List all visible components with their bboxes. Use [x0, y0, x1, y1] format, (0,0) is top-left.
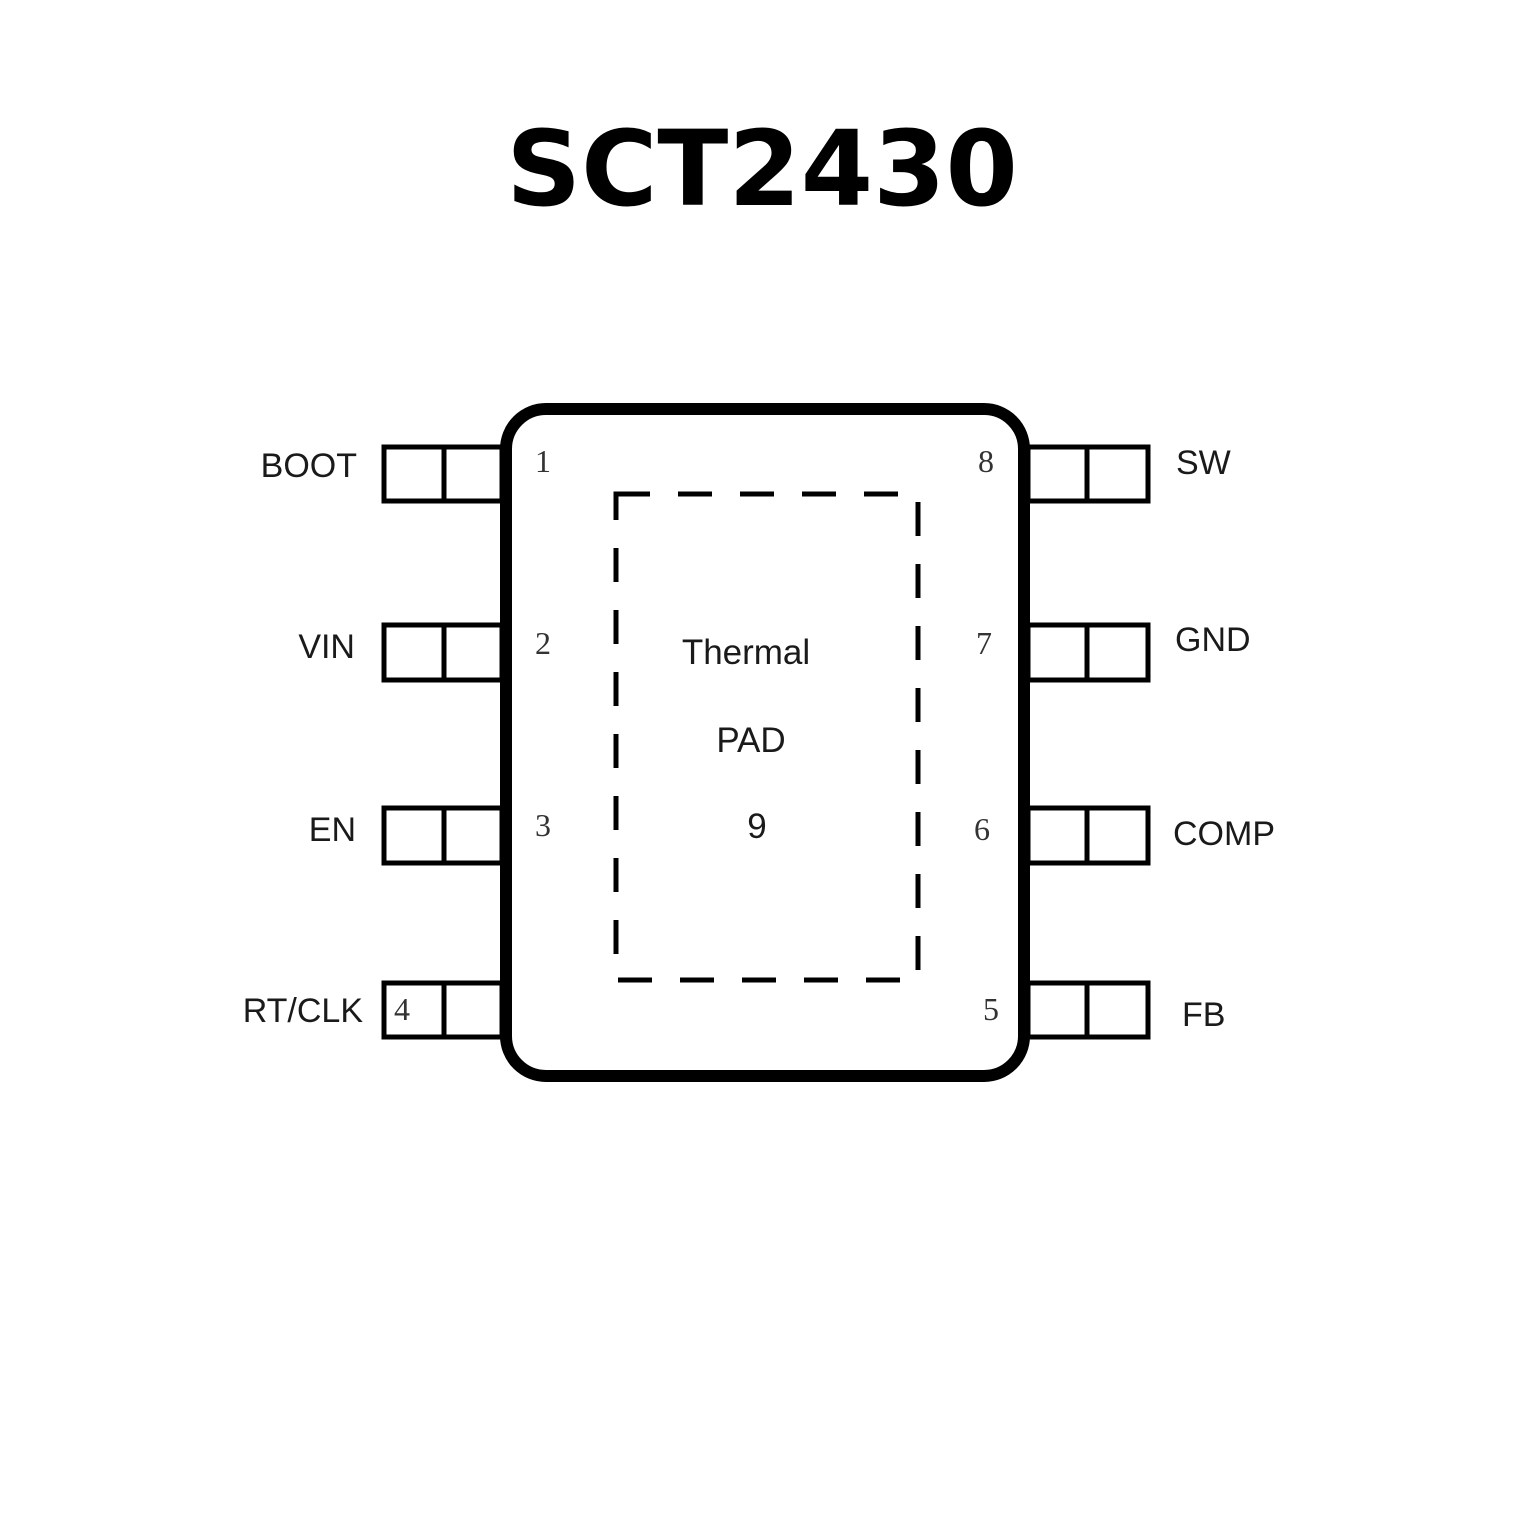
pin-2	[381, 622, 505, 683]
pin-4	[381, 980, 505, 1040]
pin-6	[1025, 805, 1151, 866]
thermal-pad-outline	[613, 491, 921, 983]
pin-6-name: COMP	[1173, 815, 1275, 853]
pin-7-number: 7	[976, 625, 992, 661]
thermal-pad-label: Thermal	[682, 633, 810, 672]
pin-3	[381, 805, 505, 866]
pin-5	[1025, 980, 1151, 1040]
pin-7	[1025, 622, 1151, 683]
pin-1-number: 1	[535, 443, 551, 479]
pin-1	[381, 444, 505, 504]
pin-6-number: 6	[974, 811, 990, 847]
pin-8	[1025, 444, 1151, 504]
chip-body	[500, 403, 1030, 1082]
pin-7-name: GND	[1175, 621, 1251, 659]
thermal-pad-number: 9	[747, 807, 766, 846]
pin-8-number: 8	[978, 443, 994, 479]
pin-2-number: 2	[535, 625, 551, 661]
pin-8-name: SW	[1176, 444, 1231, 482]
pin-5-name: FB	[1182, 996, 1225, 1034]
chip-title: SCT2430	[506, 108, 1018, 230]
thermal-pad-sublabel: PAD	[716, 721, 785, 760]
pin-4-name: RT/CLK	[243, 992, 364, 1030]
pin-5-number: 5	[983, 991, 999, 1027]
pin-2-name: VIN	[298, 628, 355, 666]
pin-3-number: 3	[535, 807, 551, 843]
pin-3-name: EN	[309, 811, 356, 849]
pin-1-name: BOOT	[261, 447, 357, 485]
pin-4-number: 4	[394, 991, 410, 1027]
